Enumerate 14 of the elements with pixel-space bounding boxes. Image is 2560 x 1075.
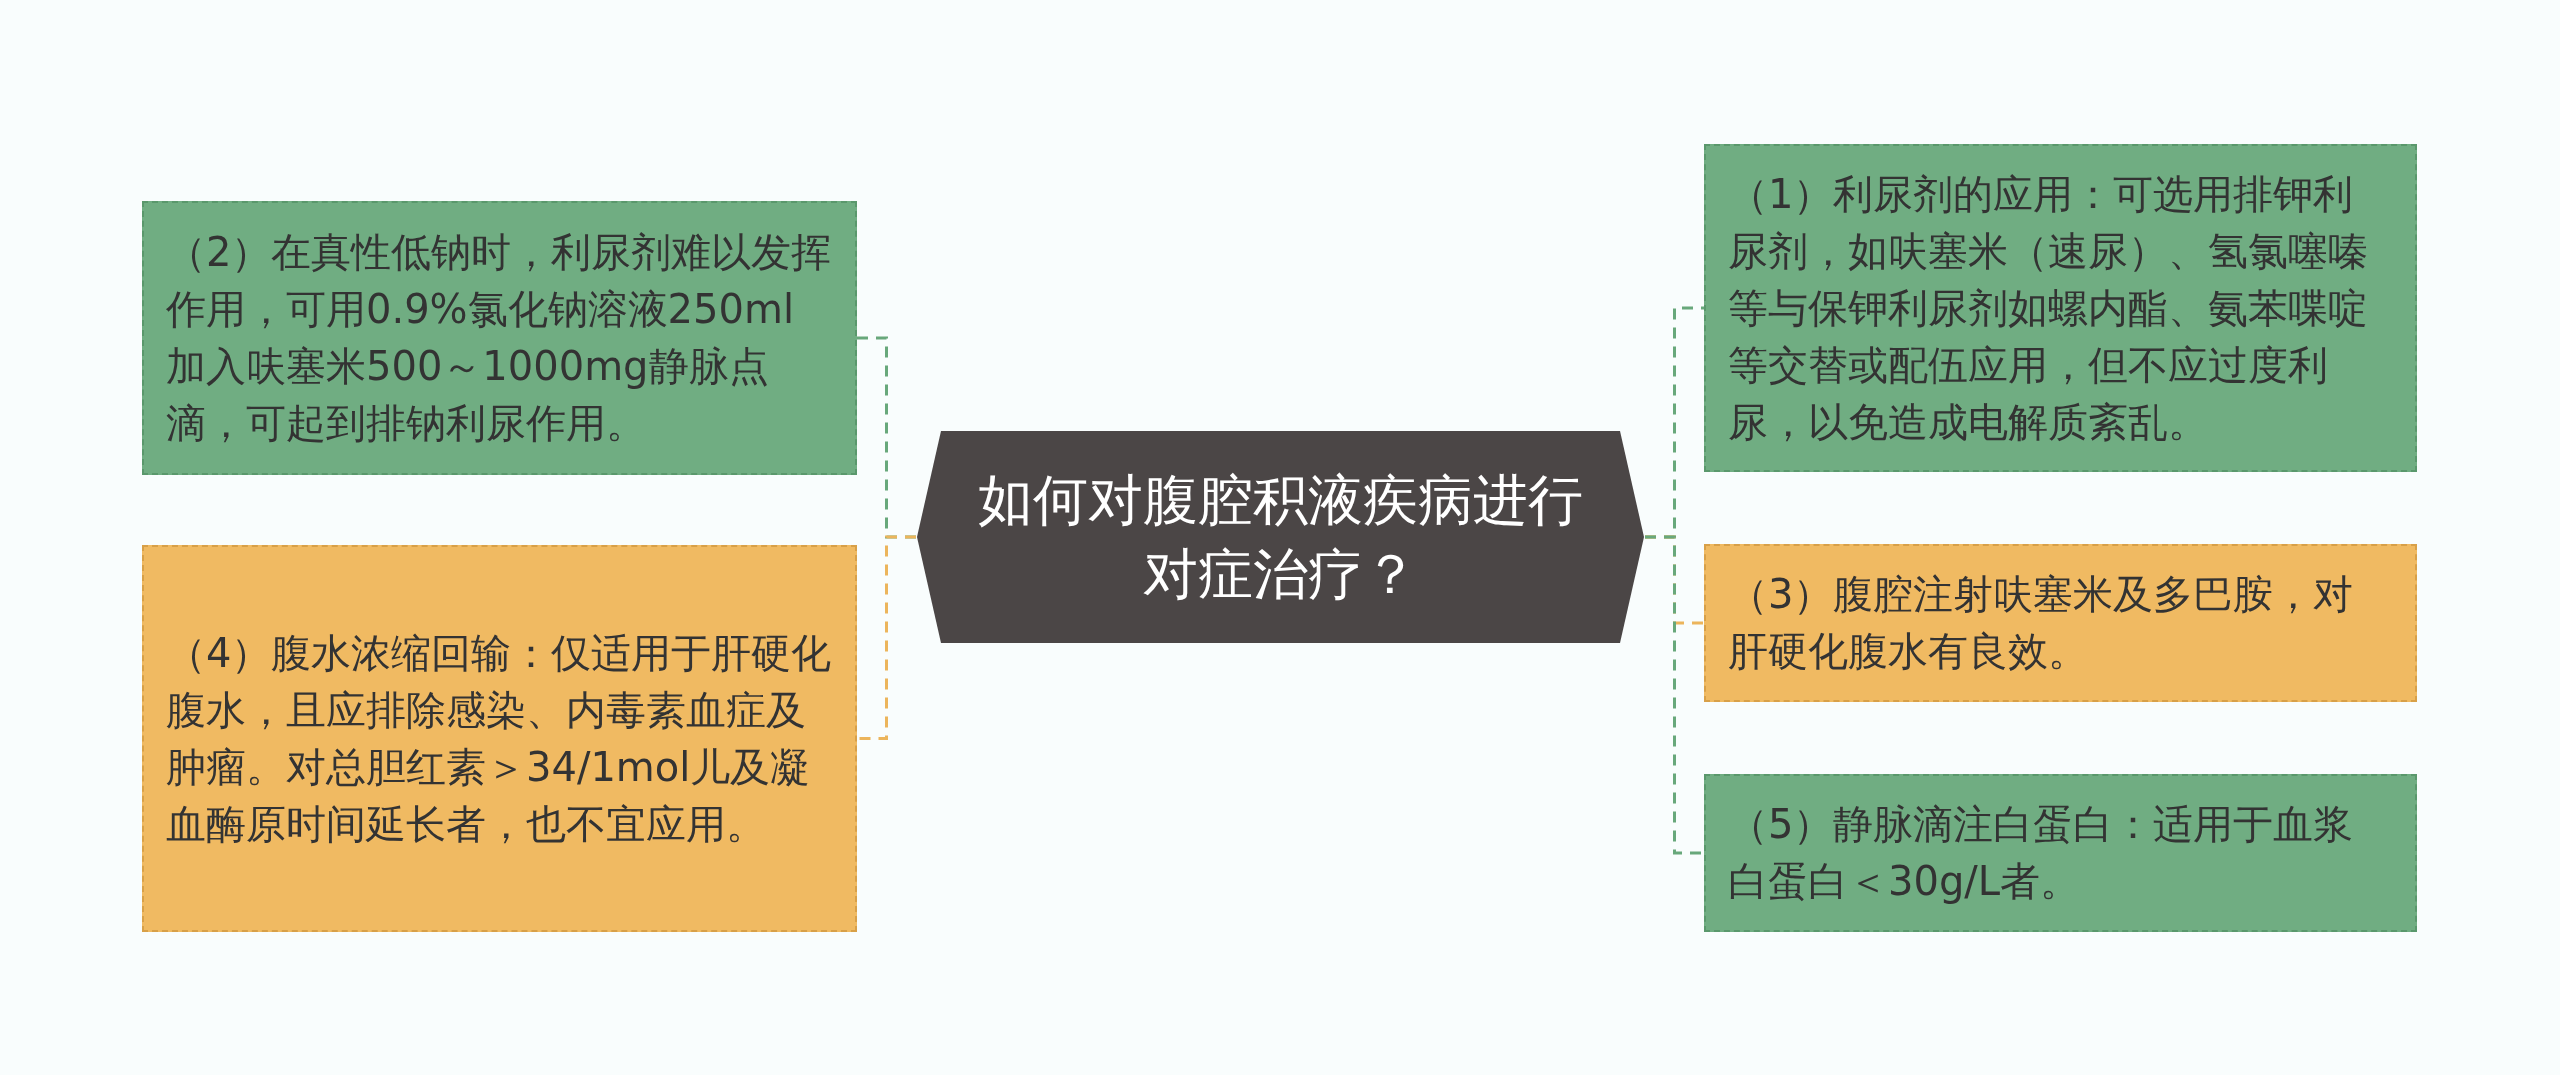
note-text: （1）利尿剂的应用：可选用排钾利尿剂，如呋塞米（速尿）、氢氯噻嗪等与保钾利尿剂如螺内酯、氨苯喋啶等交替或配伍应用，但不应过度利尿，以免造成电解质紊乱。	[1728, 169, 2369, 447]
connector-line	[1645, 535, 1704, 855]
note-box	[1704, 144, 2417, 472]
note-box	[1704, 774, 2417, 932]
note-text: （5）静脉滴注白蛋白：适用于血浆白蛋白＜30g/L者。	[1728, 800, 2355, 906]
note-text: （4）腹水浓缩回输：仅适用于肝硬化腹水，且应排除感染、内毒素血症及肿瘤。对总胆红素＞34/1mol儿及凝血酶原时间延长者，也不宜应用。	[166, 628, 833, 849]
note-text: （3）腹腔注射呋塞米及多巴胺，对肝硬化腹水有良效。	[1728, 570, 2355, 676]
central-topic-hexagon	[916, 430, 1645, 644]
note-box	[142, 545, 857, 932]
note-box	[142, 201, 857, 475]
connector-line	[857, 535, 916, 740]
note-box	[1704, 544, 2417, 702]
note-text: （2）在真性低钠时，利尿剂难以发挥作用，可用0.9%氯化钠溶液250ml加入呋塞米500～1000mg静脉点滴，可起到排钠利尿作用。	[166, 228, 833, 448]
topic-text: 如何对腹腔积液疾病进行对症治疗？	[977, 467, 1584, 608]
